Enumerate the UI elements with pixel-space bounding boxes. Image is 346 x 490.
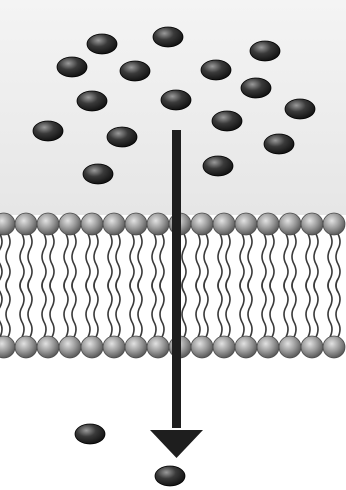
arrow-shaft [172, 130, 181, 428]
lipid-head [15, 213, 37, 235]
lipid-head [59, 336, 81, 358]
lipid-head [235, 336, 257, 358]
molecule [212, 111, 242, 131]
lipid-head [81, 336, 103, 358]
lipid-head [257, 213, 279, 235]
lipid-head [37, 336, 59, 358]
lipid-head [125, 336, 147, 358]
lipid-head [125, 213, 147, 235]
molecule [75, 424, 105, 444]
lipid-head [103, 213, 125, 235]
molecule [87, 34, 117, 54]
molecule [285, 99, 315, 119]
lipid-head [301, 213, 323, 235]
lipid-head [37, 213, 59, 235]
lipid-head [15, 336, 37, 358]
molecule [155, 466, 185, 486]
molecule [57, 57, 87, 77]
molecule [120, 61, 150, 81]
lipid-head [81, 213, 103, 235]
lipid-head [279, 336, 301, 358]
lipid-head [0, 213, 15, 235]
molecule [250, 41, 280, 61]
molecule [153, 27, 183, 47]
lipid-head [213, 213, 235, 235]
molecule [83, 164, 113, 184]
lipid-head [213, 336, 235, 358]
lipid-head [323, 213, 345, 235]
lipid-head [235, 213, 257, 235]
molecule [161, 90, 191, 110]
lipid-head [301, 336, 323, 358]
molecule [107, 127, 137, 147]
lipid-head [147, 336, 169, 358]
molecule [33, 121, 63, 141]
lipid-head [103, 336, 125, 358]
molecule [77, 91, 107, 111]
molecule [203, 156, 233, 176]
lipid-head [59, 213, 81, 235]
lipid-head [323, 336, 345, 358]
lipid-head [279, 213, 301, 235]
lipid-head [191, 213, 213, 235]
lipid-head [191, 336, 213, 358]
molecule [241, 78, 271, 98]
lipid-head [257, 336, 279, 358]
lipid-head [147, 213, 169, 235]
molecule [264, 134, 294, 154]
molecule [201, 60, 231, 80]
